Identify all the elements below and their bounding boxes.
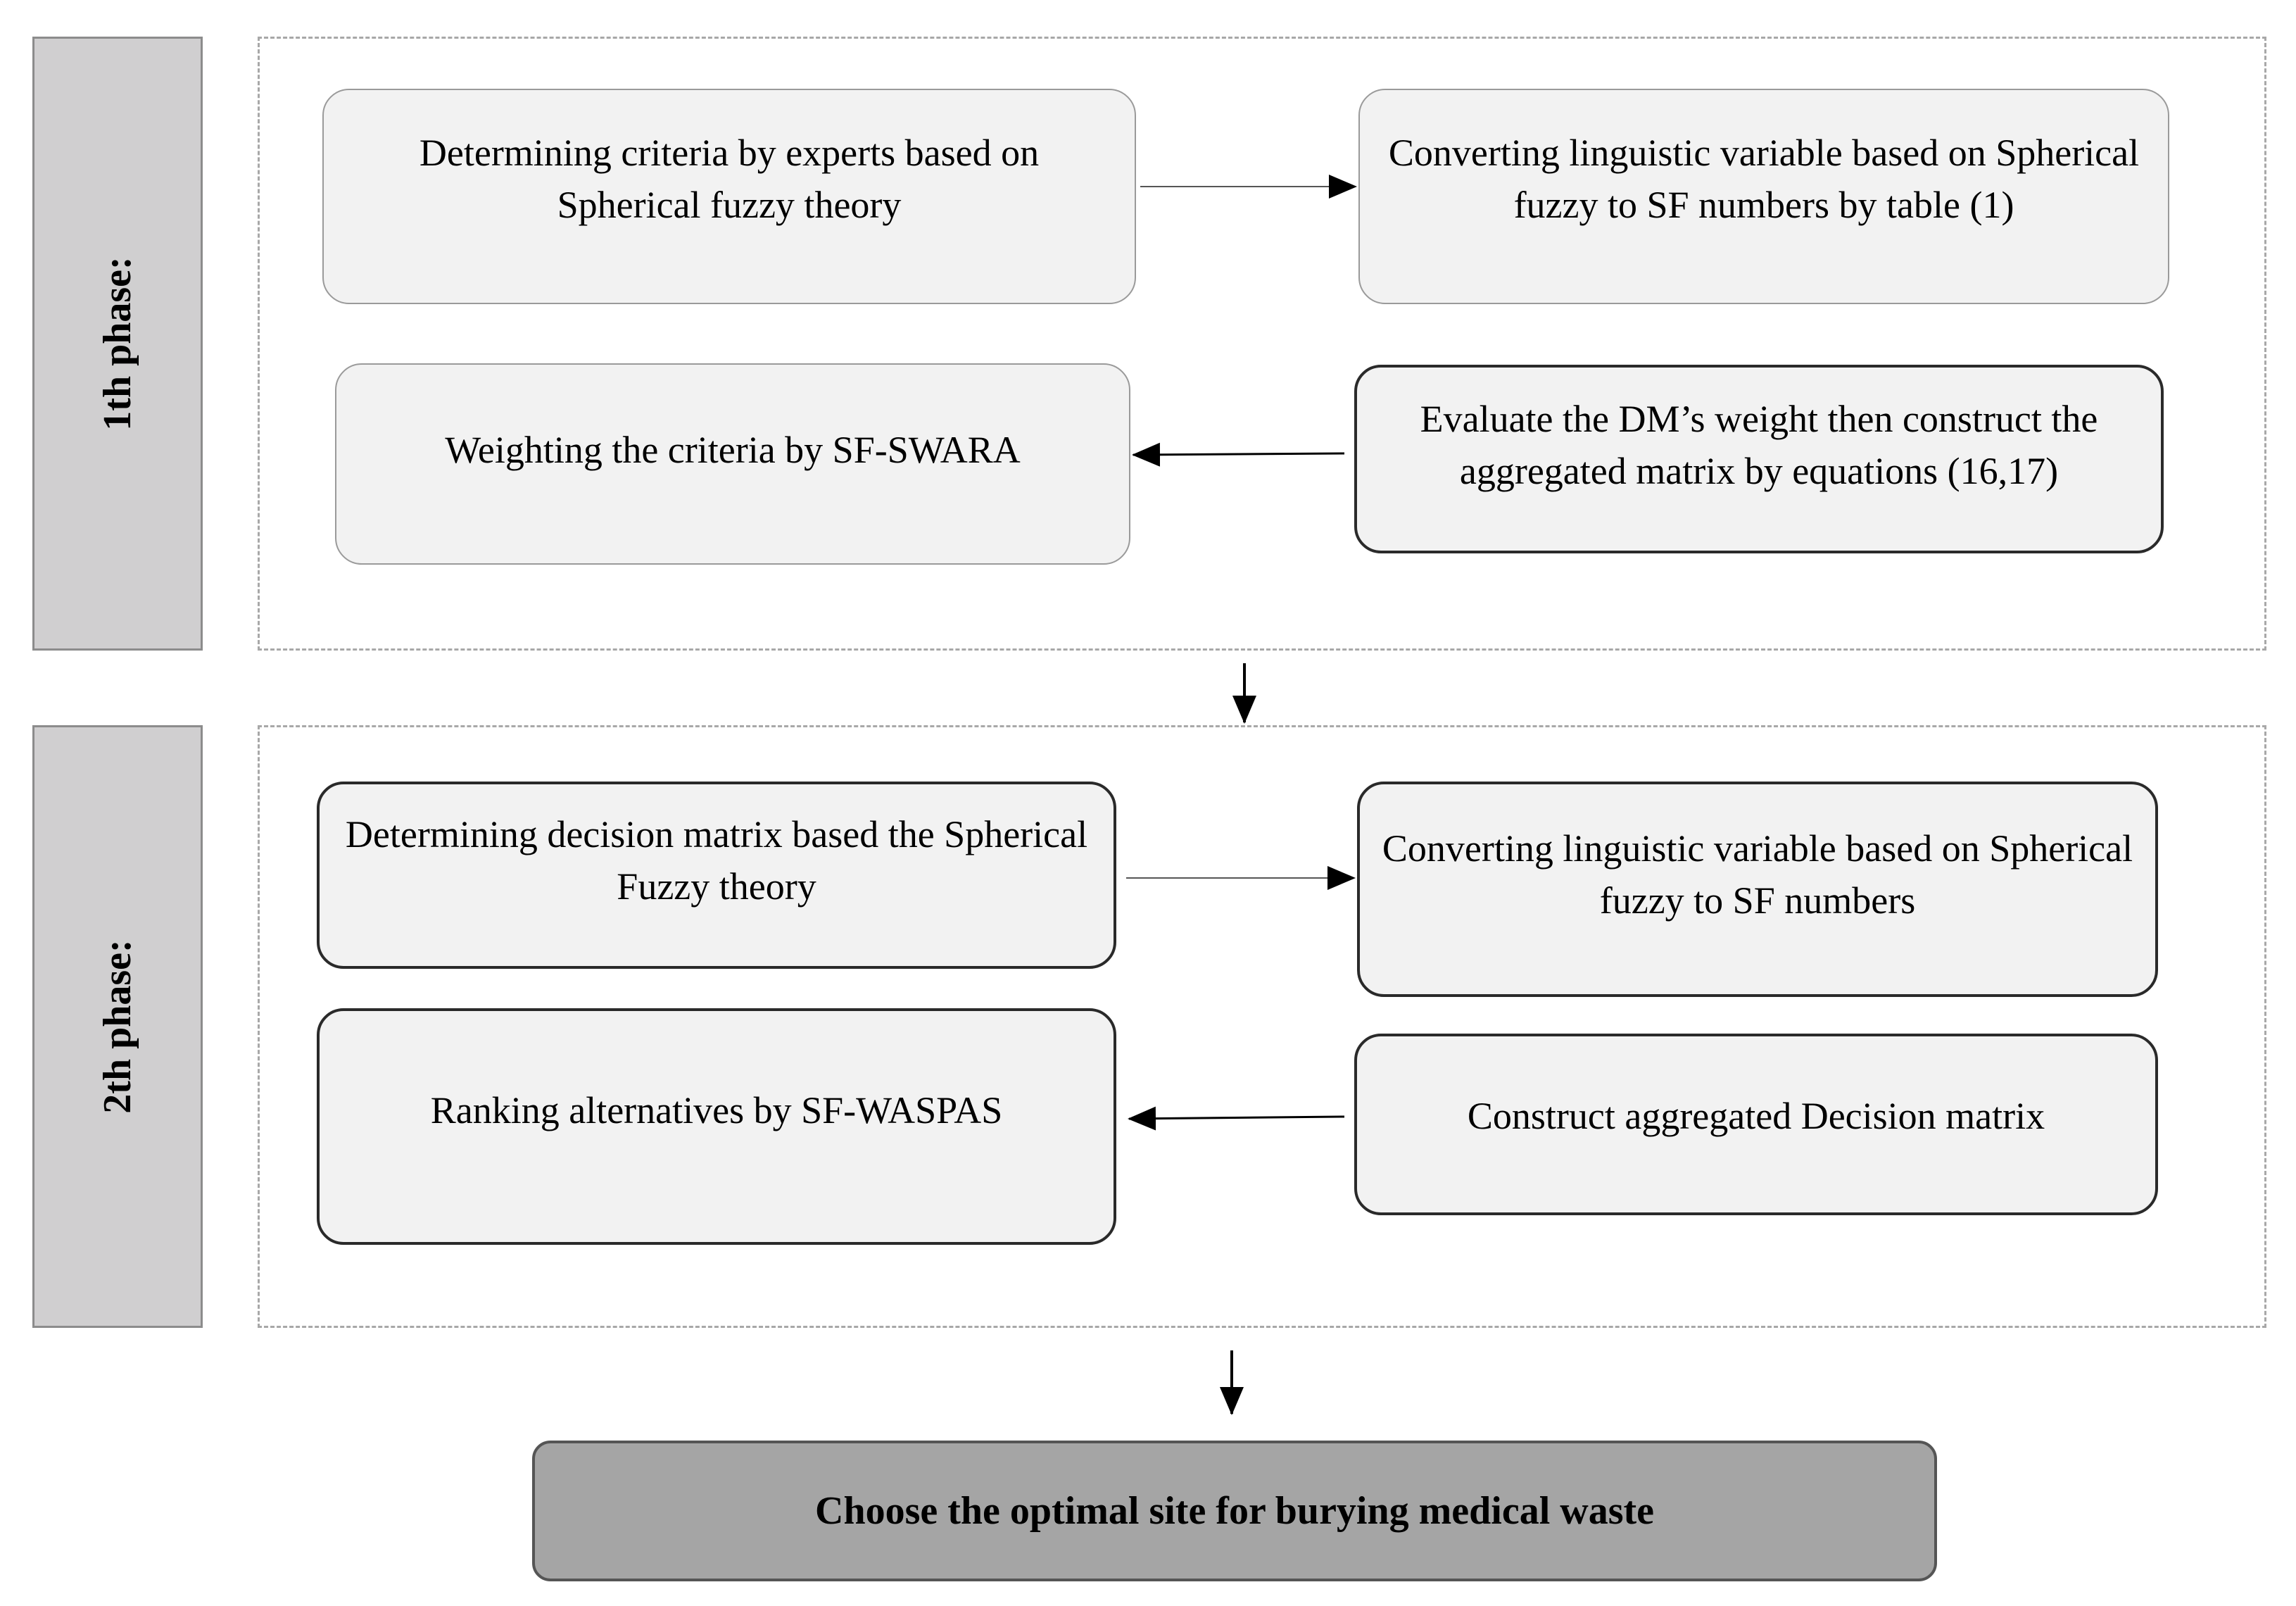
step-determining-decision-matrix-text: Determining decision matrix based the Sp…	[345, 813, 1088, 908]
phase-1-frame	[258, 37, 2266, 651]
step-construct-aggregated-text: Construct aggregated Decision matrix	[1467, 1095, 2045, 1137]
phase-1-label: 1th phase:	[32, 37, 203, 651]
step-determining-decision-matrix: Determining decision matrix based the Sp…	[317, 782, 1116, 969]
final-step-text: Choose the optimal site for burying medi…	[815, 1489, 1654, 1533]
step-weighting-criteria-text: Weighting the criteria by SF-SWARA	[445, 429, 1021, 471]
phase-1-label-text: 1th phase:	[96, 256, 139, 431]
step-converting-linguistic-1: Converting linguistic variable based on …	[1358, 89, 2169, 304]
step-evaluate-dm-weight-text: Evaluate the DM’s weight then construct …	[1420, 398, 2098, 492]
step-evaluate-dm-weight: Evaluate the DM’s weight then construct …	[1354, 365, 2164, 553]
step-converting-linguistic-2: Converting linguistic variable based on …	[1357, 782, 2158, 997]
phase-2-frame	[258, 725, 2266, 1328]
step-converting-linguistic-2-text: Converting linguistic variable based on …	[1382, 827, 2133, 922]
step-determining-criteria-text: Determining criteria by experts based on…	[419, 132, 1040, 226]
step-weighting-criteria: Weighting the criteria by SF-SWARA	[335, 363, 1130, 565]
final-step-box: Choose the optimal site for burying medi…	[532, 1441, 1937, 1581]
phase-2-label: 2th phase:	[32, 725, 203, 1328]
phase-2-label-text: 2th phase:	[96, 939, 139, 1114]
step-ranking-alternatives: Ranking alternatives by SF-WASPAS	[317, 1008, 1116, 1245]
step-ranking-alternatives-text: Ranking alternatives by SF-WASPAS	[430, 1089, 1003, 1131]
step-converting-linguistic-1-text: Converting linguistic variable based on …	[1388, 132, 2140, 226]
step-determining-criteria: Determining criteria by experts based on…	[322, 89, 1136, 304]
step-construct-aggregated: Construct aggregated Decision matrix	[1354, 1034, 2158, 1215]
